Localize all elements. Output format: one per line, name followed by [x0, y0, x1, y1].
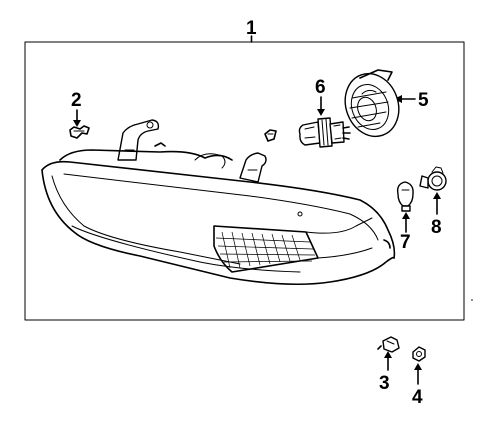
- callout-8[interactable]: 8: [431, 192, 442, 238]
- callout-6-arrowhead: [317, 109, 325, 116]
- part-4-nut[interactable]: [412, 346, 426, 362]
- callout-7-arrowhead: [402, 212, 410, 219]
- part-8-socket[interactable]: [419, 166, 447, 191]
- part-6-bulb[interactable]: [298, 117, 351, 148]
- callout-3-label: 3: [379, 373, 390, 394]
- callout-4[interactable]: 4: [412, 363, 423, 408]
- part-5-cover[interactable]: [337, 66, 408, 144]
- callout-8-label: 8: [431, 217, 442, 238]
- speck: [471, 299, 473, 301]
- callout-8-arrowhead: [433, 192, 441, 199]
- part-2-clip[interactable]: [69, 125, 90, 139]
- callout-1-label: 1: [246, 18, 257, 39]
- callout-7[interactable]: 7: [400, 212, 411, 253]
- callout-2[interactable]: 2: [71, 90, 82, 127]
- callout-2-arrowhead: [73, 120, 81, 127]
- part-7-bulb[interactable]: [396, 181, 414, 212]
- callout-1[interactable]: 1: [246, 18, 257, 43]
- headlamp-housing[interactable]: [41, 119, 396, 286]
- small-bracket: [264, 129, 277, 142]
- callout-2-label: 2: [71, 90, 82, 111]
- callout-3-arrowhead: [384, 351, 392, 358]
- part-3-retainer[interactable]: [377, 336, 400, 353]
- callout-6-label: 6: [315, 77, 326, 98]
- callout-5-label: 5: [418, 90, 429, 111]
- callout-4-label: 4: [412, 387, 423, 408]
- callout-3[interactable]: 3: [379, 351, 392, 394]
- assembly-frame: [24, 41, 465, 321]
- callout-7-label: 7: [400, 232, 411, 253]
- callout-4-arrowhead: [414, 363, 422, 370]
- callout-6[interactable]: 6: [315, 77, 326, 116]
